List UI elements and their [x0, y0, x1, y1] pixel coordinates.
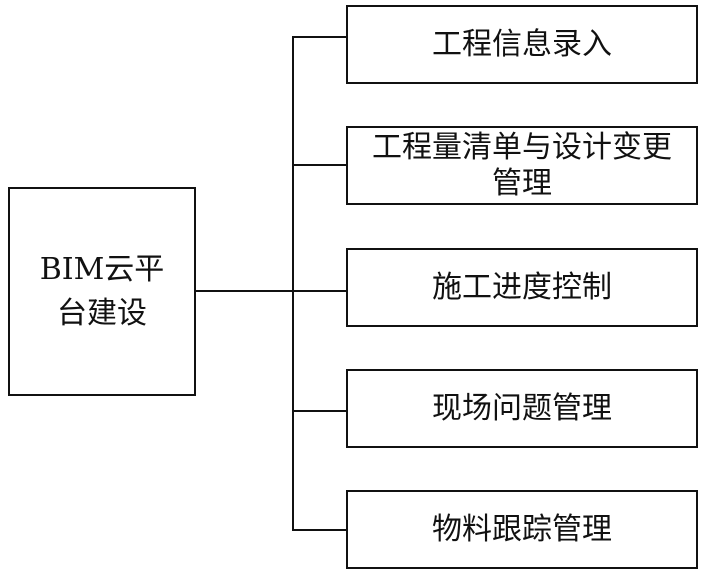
- child-node-label: 物料跟踪管理: [432, 511, 612, 547]
- child-node-label: 现场问题管理: [432, 390, 612, 426]
- branch-connector-1: [292, 36, 348, 38]
- branch-connector-5: [292, 529, 348, 531]
- vertical-trunk: [292, 36, 294, 530]
- root-connector: [196, 290, 293, 292]
- child-node-label: 工程量清单与设计变更管理: [372, 129, 672, 201]
- branch-connector-3: [292, 290, 348, 292]
- child-node-bill-of-quantities: 工程量清单与设计变更管理: [346, 126, 698, 205]
- child-node-material-tracking: 物料跟踪管理: [346, 490, 698, 569]
- root-node-label: BIM云平台建设: [39, 251, 165, 331]
- child-node-label: 施工进度控制: [432, 269, 612, 305]
- child-node-schedule-control: 施工进度控制: [346, 248, 698, 327]
- root-node: BIM云平台建设: [8, 187, 196, 396]
- child-node-label: 工程信息录入: [432, 26, 612, 62]
- child-node-site-issues: 现场问题管理: [346, 369, 698, 448]
- child-node-info-entry: 工程信息录入: [346, 5, 698, 84]
- branch-connector-2: [292, 164, 348, 166]
- branch-connector-4: [292, 410, 348, 412]
